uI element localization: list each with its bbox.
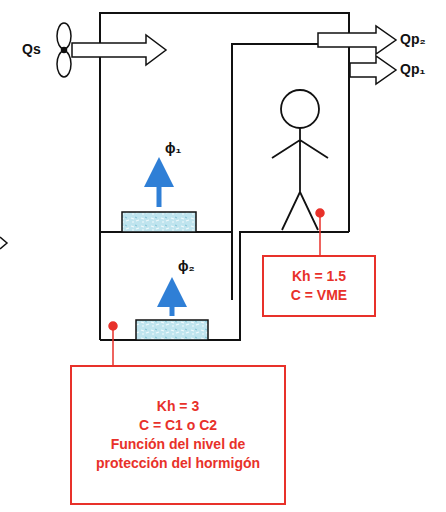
concrete-block (122, 212, 196, 232)
fan-symbol (57, 23, 71, 77)
flux-arrow (157, 172, 162, 207)
callout-text: C = C1 o C2 (78, 416, 278, 435)
flux-label: ϕ₁ (165, 140, 181, 156)
flux-arrow (170, 292, 175, 316)
person-figure (272, 90, 328, 230)
edge-chevron (0, 237, 7, 249)
concrete-block (136, 320, 208, 340)
flow-label: Qp₂ (400, 31, 426, 47)
callout-text: C = VME (270, 286, 368, 305)
flow-label: Qs (22, 41, 41, 57)
flux-label: ϕ₂ (178, 258, 195, 274)
flow-label: Qp₁ (400, 61, 425, 77)
callout-text: Kh = 1.5 (270, 267, 368, 286)
callout-box: Kh = 3C = C1 o C2Función del nivel de pr… (70, 365, 286, 505)
callout-text: Función del nivel de protección del horm… (78, 435, 278, 473)
callout-box: Kh = 1.5C = VME (262, 255, 376, 317)
callout-text: Kh = 3 (78, 397, 278, 416)
flow-arrows (72, 26, 396, 84)
